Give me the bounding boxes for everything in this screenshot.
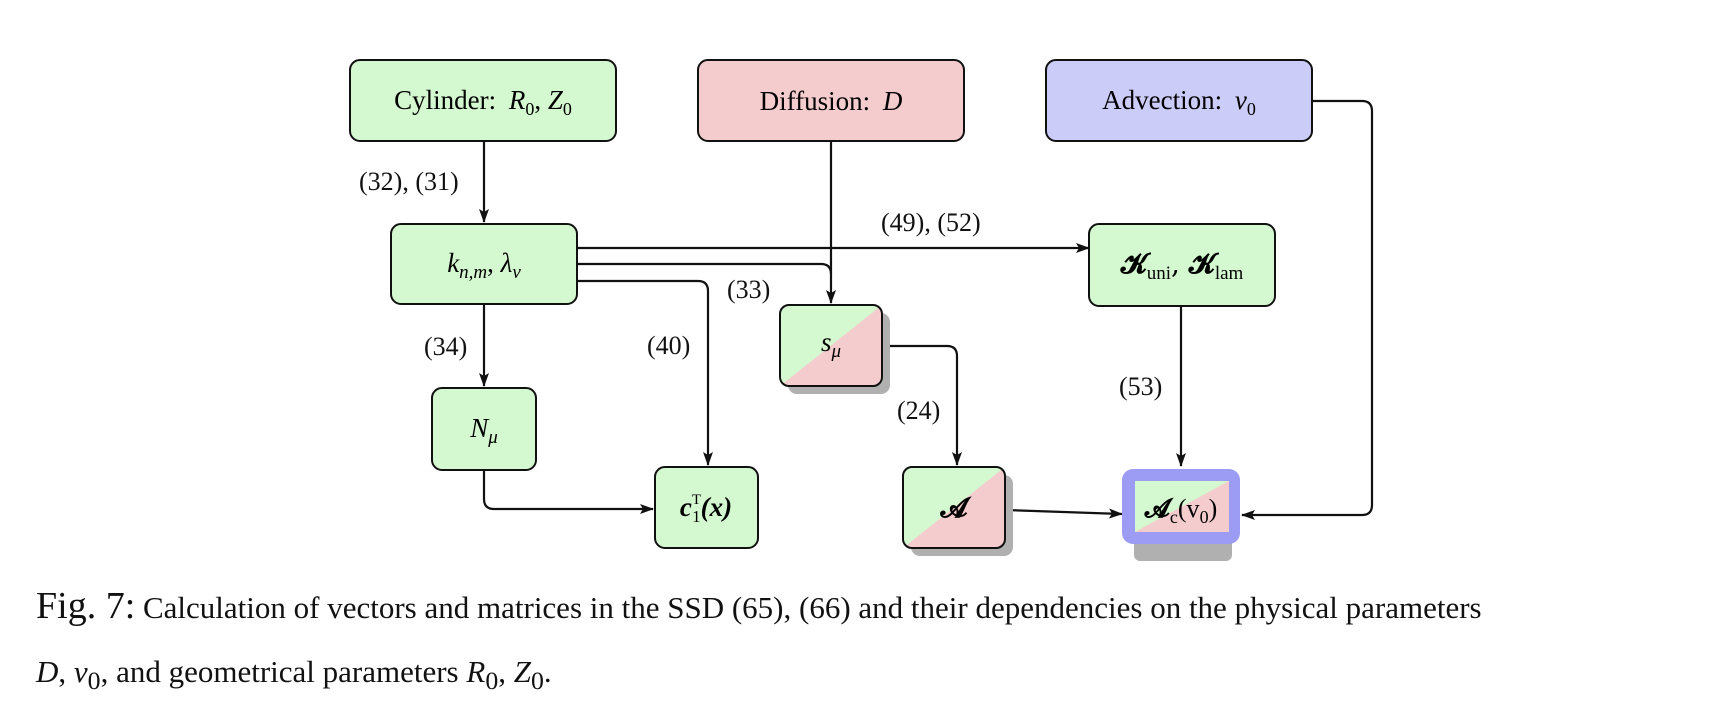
svg-text:Advection: v0: Advection: v0 [1102,85,1256,119]
node-k-lambda: kn,m, λν [390,223,578,305]
edge-s-to-A [882,344,962,466]
edge-k-to-s [577,262,833,275]
node-K-matrices: 𝓚uni, 𝓚lam [1088,223,1276,307]
node-diffusion: Diffusion: D [697,59,965,142]
edge-label-s-to-A: (24) [897,396,940,425]
caption-line-2: D, v0, and geometrical parameters R0, Z0… [36,654,552,696]
caption-line-1: Fig. 7: Calculation of vectors and matri… [36,574,1696,640]
dependency-diagram: (32), (31) (49), (52) (33) (34) (40) (24… [349,59,1374,561]
edge-k-to-c [577,279,713,466]
caption-text: Calculation of vectors and matrices in t… [143,590,1482,625]
edge-label-cyl-to-k: (32), (31) [359,167,459,196]
edge-label-K-to-Ac: (53) [1119,372,1162,401]
svg-text:Cylinder: R0, Z0: Cylinder: R0, Z0 [394,85,572,119]
svg-text:𝓐: 𝓐 [939,491,972,524]
figure-label: Fig. 7: [36,585,136,627]
edge-A-to-Ac [1005,508,1123,519]
node-cylinder: Cylinder: R0, Z0 [349,59,617,142]
edge-label-k-to-N: (34) [424,332,467,361]
figure-caption: Fig. 7: Calculation of vectors and matri… [36,574,1696,713]
edge-advection-to-Ac [1241,99,1374,520]
edge-label-d-to-s: (33) [727,275,770,304]
edges [479,99,1374,520]
svg-text:Nμ: Nμ [469,413,498,448]
node-A-c: 𝓐c(v0) [1122,469,1240,561]
cylinder-label: Cylinder: [394,85,496,115]
node-N-mu: Nμ [431,387,537,471]
svg-text:cT1(x): cT1(x) [680,492,732,526]
node-A: 𝓐 [902,466,1013,556]
node-advection: Advection: v0 [1045,59,1313,142]
diffusion-label: Diffusion: [760,86,871,116]
node-s-mu: sμ [779,304,890,394]
edge-N-to-c [482,470,654,514]
svg-text:sμ: sμ [821,327,841,362]
advection-label: Advection: [1102,85,1222,115]
edge-label-k-to-c: (40) [647,331,690,360]
svg-text:Diffusion: D: Diffusion: D [760,86,903,116]
svg-text:kn,m, λν: kn,m, λν [447,248,521,283]
edge-label-k-to-K: (49), (52) [881,208,981,237]
svg-text:𝓐c(v0): 𝓐c(v0) [1144,494,1217,527]
svg-text:𝓚uni, 𝓚lam: 𝓚uni, 𝓚lam [1120,247,1244,284]
